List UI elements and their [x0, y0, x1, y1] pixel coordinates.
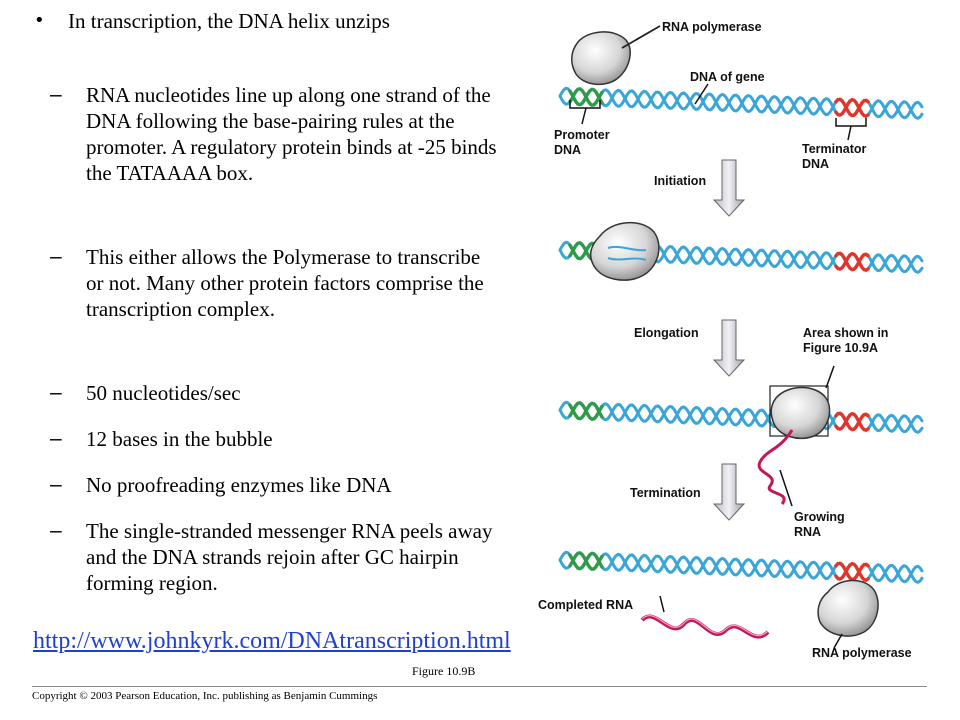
transcription-diagram-svg — [558, 25, 924, 649]
dash-icon: – — [50, 519, 62, 542]
figure-caption: Figure 10.9B — [412, 664, 476, 678]
sub-bullet-text: RNA nucleotides line up along one strand… — [86, 83, 497, 185]
down-arrow-icon — [712, 463, 746, 521]
promoter-segment — [568, 87, 604, 107]
label-elongation: Elongation — [634, 326, 699, 340]
sub-bullet-text: 50 nucleotides/sec — [86, 381, 241, 405]
sub-bullet: – 12 bases in the bubble — [50, 426, 500, 452]
dna-strand — [607, 257, 647, 261]
dna-strand — [607, 245, 647, 252]
transcription-link[interactable]: http://www.johnkyrk.com/DNAtranscription… — [33, 628, 511, 654]
label-dna-of-gene: DNA of gene — [690, 70, 765, 84]
terminator-segment — [834, 97, 870, 118]
promoter-segment — [568, 551, 604, 571]
terminator-segment — [834, 251, 870, 272]
dash-icon: – — [50, 245, 62, 268]
text-column: • In transcription, the DNA helix unzips — [32, 8, 532, 34]
sub-bullet: – 50 nucleotides/sec — [50, 380, 500, 406]
rna-polymerase-shape — [589, 221, 660, 281]
down-arrow-icon — [712, 159, 746, 217]
footer-divider — [32, 686, 927, 687]
label-rna-polymerase: RNA polymerase — [662, 20, 762, 34]
dna-helix-1 — [558, 86, 924, 120]
dash-icon: – — [50, 381, 62, 404]
rna-polymerase-shape — [770, 386, 831, 440]
sub-bullet-text: The single-stranded messenger RNA peels … — [86, 519, 493, 595]
label-area-shown: Area shown in Figure 10.9A — [803, 326, 889, 355]
dash-icon: – — [50, 83, 62, 106]
terminator-segment — [834, 411, 870, 433]
sub-bullet-text: 12 bases in the bubble — [86, 427, 273, 451]
terminator-segment — [834, 561, 870, 582]
terminator-segment — [834, 561, 870, 583]
sub-bullet: – The single-stranded messenger RNA peel… — [50, 518, 500, 596]
label-promoter-dna: Promoter DNA — [554, 128, 610, 157]
bullet-dot-icon: • — [34, 10, 45, 31]
copyright-notice: Copyright © 2003 Pearson Education, Inc.… — [32, 690, 378, 702]
label-initiation: Initiation — [654, 174, 707, 188]
main-bullet-text: In transcription, the DNA helix unzips — [68, 9, 390, 33]
terminator-bracket — [835, 118, 867, 127]
sub-bullet: – This either allows the Polymerase to t… — [50, 244, 500, 322]
label-growing-rna: Growing RNA — [794, 510, 845, 539]
dash-icon: – — [50, 473, 62, 496]
label-terminator-dna: Terminator DNA — [802, 142, 867, 171]
promoter-bracket — [569, 100, 601, 109]
dash-icon: – — [50, 427, 62, 450]
down-arrow-icon — [712, 319, 746, 377]
terminator-segment — [834, 411, 870, 432]
rna-polymerase-shape — [817, 579, 879, 637]
sub-bullet-text: No proofreading enzymes like DNA — [86, 473, 392, 497]
terminator-segment — [834, 97, 870, 119]
sub-bullet: – RNA nucleotides line up along one stra… — [50, 82, 500, 186]
sub-bullet-text: This either allows the Polymerase to tra… — [86, 245, 484, 321]
rna-polymerase-shape — [571, 25, 661, 86]
dna-helix-3 — [558, 400, 924, 434]
terminator-segment — [834, 251, 870, 273]
main-bullet: • In transcription, the DNA helix unzips — [32, 8, 532, 34]
label-termination: Termination — [630, 486, 701, 500]
promoter-segment — [568, 401, 604, 421]
label-completed-rna: Completed RNA — [538, 598, 634, 612]
completed-rna-strand — [640, 614, 770, 639]
label-rna-polymerase-released: RNA polymerase — [812, 646, 912, 660]
dna-helix-4 — [558, 550, 924, 584]
sub-bullet: – No proofreading enzymes like DNA — [50, 472, 500, 498]
transcription-diagram: RNA polymerase DNA of gene Promoter DNA … — [530, 0, 950, 686]
growing-rna-strand — [757, 429, 794, 505]
